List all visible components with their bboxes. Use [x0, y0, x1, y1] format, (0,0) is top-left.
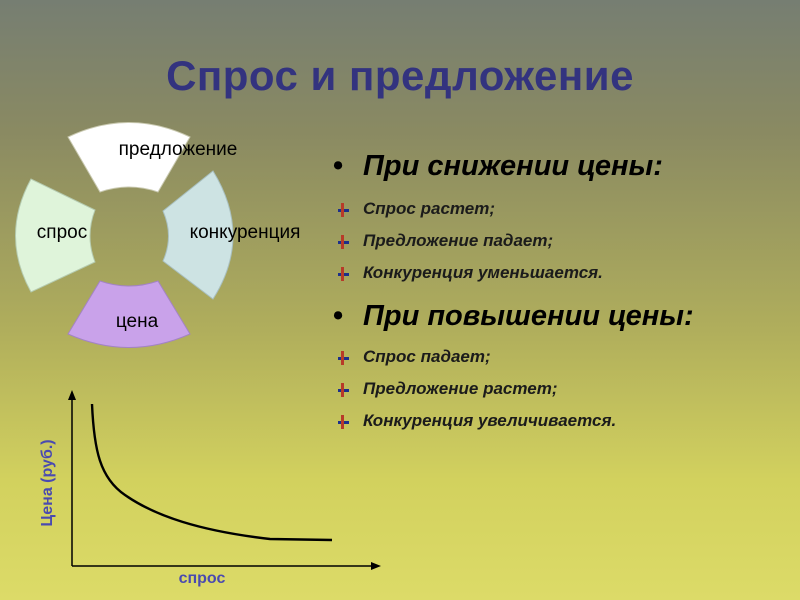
section-title-text: При снижении цены: — [363, 150, 663, 182]
y-axis-arrow — [68, 390, 76, 400]
list-item-text: Спрос растет; — [363, 199, 496, 218]
bullet-dot-icon: • — [333, 150, 344, 182]
x-axis-arrow — [371, 562, 381, 570]
section-title-price-increase: • При повышении цены: — [333, 300, 694, 333]
x-axis-label: спрос — [179, 570, 226, 587]
list-item: Спрос растет; — [333, 199, 495, 219]
demand-chart: спрос Цена (руб.) — [39, 390, 381, 587]
list-item-text: Предложение падает; — [363, 231, 554, 250]
segment-competition — [162, 170, 234, 300]
list-item-text: Предложение растет; — [363, 379, 558, 398]
section-title-text: При повышении цены: — [363, 300, 694, 332]
bullet-cross-icon — [333, 202, 363, 217]
bullet-cross-icon — [333, 266, 363, 281]
list-item-text: Конкуренция уменьшается. — [363, 263, 603, 282]
segment-label-supply: предложение — [119, 139, 238, 160]
list-item: Конкуренция увеличивается. — [333, 411, 616, 431]
list-item: Спрос падает; — [333, 347, 491, 367]
bullet-cross-icon — [333, 350, 363, 365]
list-item: Конкуренция уменьшается. — [333, 263, 603, 283]
y-axis-label: Цена (руб.) — [39, 439, 56, 526]
section-title-price-decrease: • При снижении цены: — [333, 150, 663, 183]
bullet-cross-icon — [333, 234, 363, 249]
segment-label-price: цена — [116, 311, 159, 332]
segment-supply — [67, 122, 191, 193]
bullet-cross-icon — [333, 382, 363, 397]
list-item-text: Спрос падает; — [363, 347, 491, 366]
segment-demand — [15, 178, 96, 293]
bullet-dot-icon: • — [333, 300, 344, 332]
list-item-text: Конкуренция увеличивается. — [363, 411, 617, 430]
segment-label-demand: спрос — [37, 222, 87, 243]
list-item: Предложение растет; — [333, 379, 558, 399]
list-item: Предложение падает; — [333, 231, 553, 251]
segment-price — [67, 280, 191, 348]
bullet-cross-icon — [333, 414, 363, 429]
demand-curve — [90, 403, 333, 542]
slide-title: Спрос и предложение — [166, 52, 634, 99]
segment-label-competition: конкуренция — [190, 222, 301, 243]
